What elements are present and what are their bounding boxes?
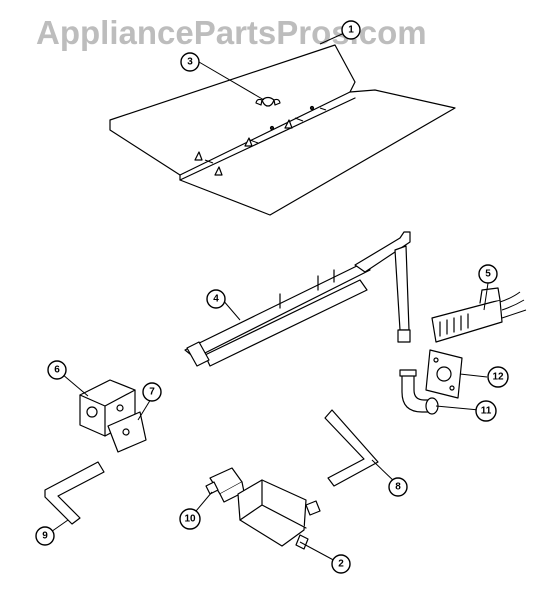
svg-text:12: 12 [492,372,504,383]
callout-4: 4 [206,289,226,309]
callout-6: 6 [47,360,67,380]
callout-8: 8 [388,477,408,497]
svg-text:10: 10 [184,514,196,525]
callout-2: 2 [331,554,351,574]
svg-text:1: 1 [348,25,354,36]
svg-text:4: 4 [213,294,219,305]
spark-igniter-part [431,287,527,343]
callout-5: 5 [478,264,498,284]
callout-10: 10 [179,508,201,530]
igniter-bracket-part [425,349,463,399]
callout-7: 7 [142,382,162,402]
callout-1: 1 [341,20,361,40]
svg-text:3: 3 [187,57,193,68]
svg-text:7: 7 [149,387,155,398]
watermark: AppliancePartsPros.com [36,14,427,51]
callout-12: 12 [487,366,509,388]
svg-text:5: 5 [485,269,491,280]
svg-text:11: 11 [481,406,492,417]
burner-tube-part [184,231,411,367]
callout-3: 3 [180,52,200,72]
tube-part-8 [324,409,379,487]
svg-text:2: 2 [338,559,344,570]
svg-text:9: 9 [42,531,48,542]
tube-part-9 [44,461,105,525]
svg-text:6: 6 [54,365,60,376]
callout-9: 9 [35,526,55,546]
svg-text:8: 8 [395,482,401,493]
valve-bracket-part [107,411,147,453]
baffle-panel-part [109,44,456,216]
oven-thermostat-part [205,467,321,550]
wing-nut-part [255,96,281,107]
callout-11: 11 [475,400,497,422]
